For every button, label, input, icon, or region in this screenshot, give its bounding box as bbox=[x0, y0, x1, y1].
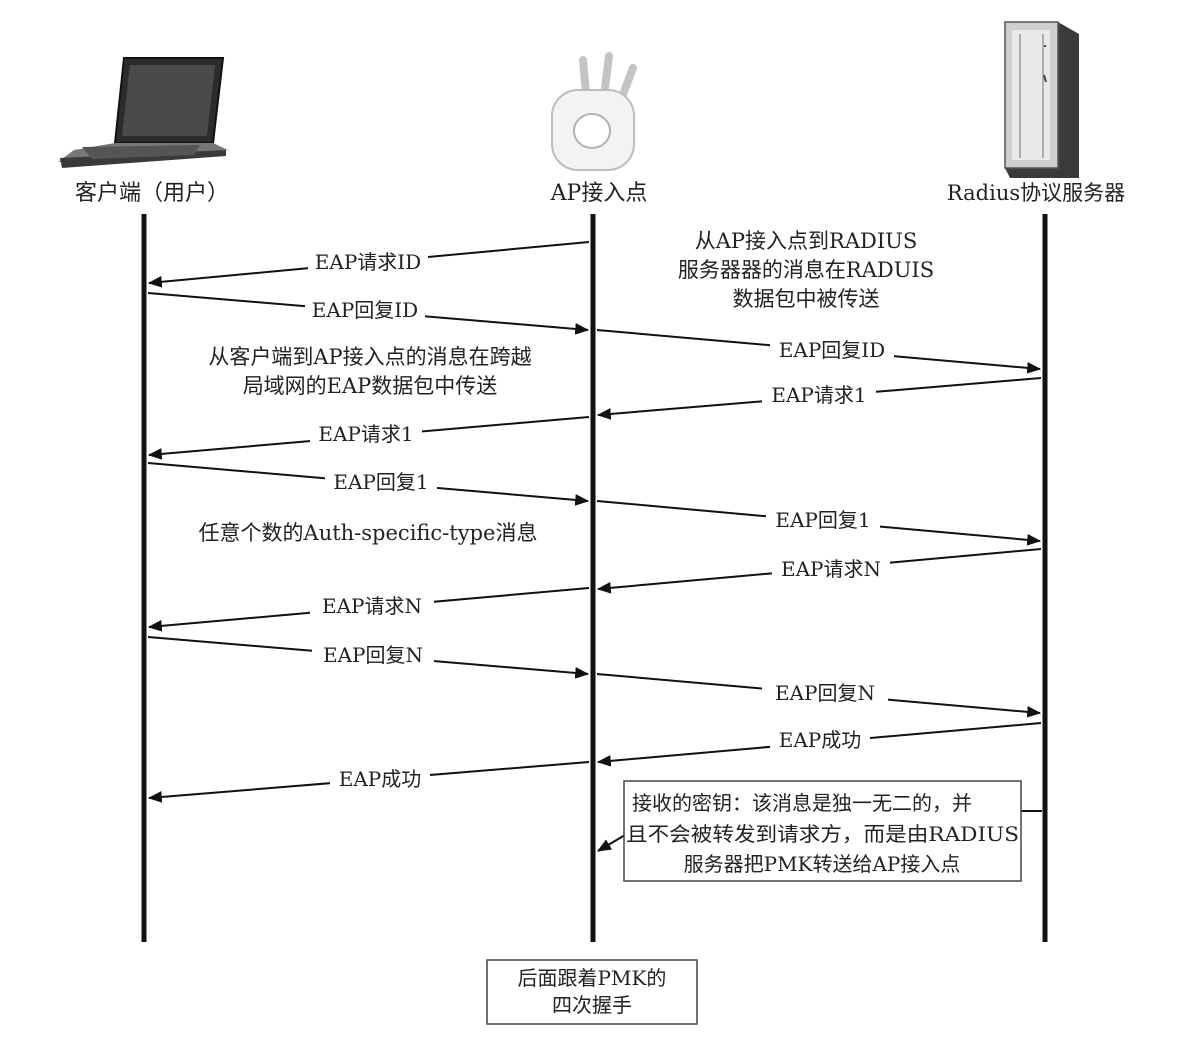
note-line: 从AP接入点到RADIUS bbox=[695, 229, 918, 253]
actor-label-server: Radius协议服务器 bbox=[947, 181, 1125, 205]
note-line: 四次握手 bbox=[552, 993, 632, 1017]
note-line: 局域网的EAP数据包中传送 bbox=[243, 374, 498, 398]
note-line: 服务器把PMK转送给AP接入点 bbox=[684, 852, 961, 876]
note-line: 且不会被转发到请求方，而是由RADIUS bbox=[626, 822, 1019, 846]
message-label: EAP请求ID bbox=[315, 250, 421, 274]
note-line: 服务器器的消息在RADUIS bbox=[678, 258, 934, 282]
message-label: EAP请求N bbox=[322, 594, 422, 618]
laptop-icon bbox=[58, 57, 228, 168]
message-label: EAP成功 bbox=[779, 728, 862, 752]
note-auth-types: 任意个数的Auth-specific-type消息 bbox=[199, 521, 538, 545]
message-label: EAP回复ID bbox=[779, 338, 885, 362]
handshake-note-box: 后面跟着PMK的 四次握手 bbox=[486, 959, 698, 1025]
message-label: EAP回复ID bbox=[312, 298, 418, 322]
key-note-box: 接收的密钥：该消息是独一无二的，并 且不会被转发到请求方，而是由RADIUS 服… bbox=[623, 780, 1022, 882]
note-client-to-ap: 从客户端到AP接入点的消息在跨越 局域网的EAP数据包中传送 bbox=[208, 345, 531, 398]
message-label: EAP请求1 bbox=[318, 422, 413, 446]
message-label: EAP成功 bbox=[339, 767, 422, 791]
note-ap-to-radius: 从AP接入点到RADIUS 服务器器的消息在RADUIS 数据包中被传送 bbox=[678, 229, 934, 311]
message-label: EAP回复1 bbox=[333, 470, 428, 494]
message-label: EAP请求1 bbox=[771, 383, 866, 407]
note-line: 接收的密钥：该消息是独一无二的，并 bbox=[632, 791, 972, 815]
note-line: 后面跟着PMK的 bbox=[518, 966, 667, 990]
wireless-access-point-icon bbox=[551, 52, 637, 171]
message-label: EAP回复1 bbox=[775, 508, 870, 532]
message-label: EAP回复N bbox=[775, 681, 875, 705]
message-label: EAP请求N bbox=[781, 557, 881, 581]
note-line: 数据包中被传送 bbox=[733, 287, 880, 311]
server-tower-icon bbox=[1004, 21, 1079, 178]
actor-label-client: 客户端（用户） bbox=[75, 181, 229, 206]
key-delivery-arrow bbox=[596, 834, 626, 852]
message-label: EAP回复N bbox=[323, 643, 423, 667]
note-line: 从客户端到AP接入点的消息在跨越 bbox=[208, 345, 531, 369]
actor-label-ap: AP接入点 bbox=[550, 181, 648, 206]
